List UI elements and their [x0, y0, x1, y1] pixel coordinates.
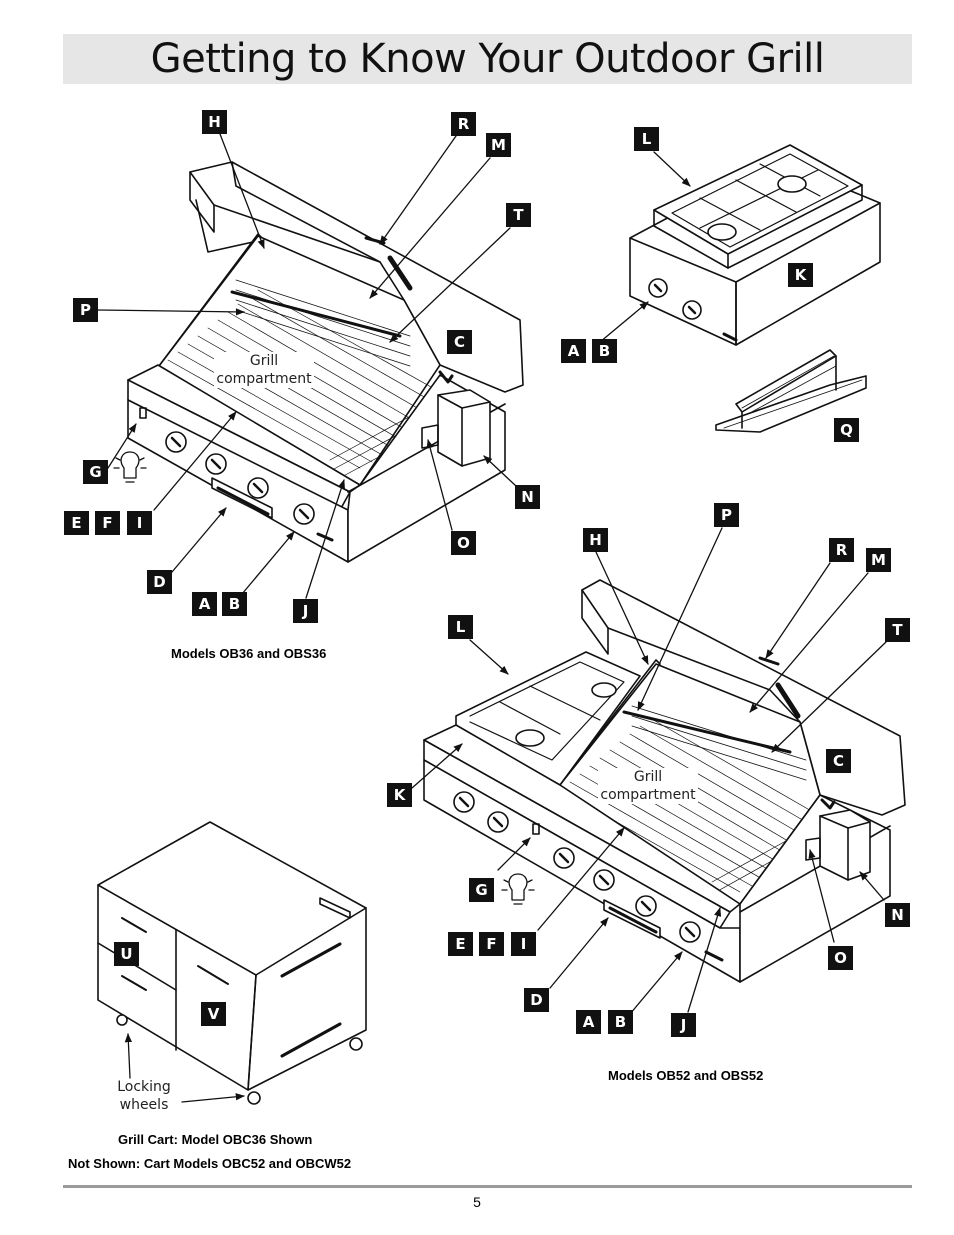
callout-d-52: D	[524, 988, 549, 1012]
grill-compartment-line2: compartment	[600, 787, 696, 803]
callout-l-52: L	[448, 615, 473, 639]
callout-a-burner: A	[561, 339, 586, 363]
callout-e-36: E	[64, 511, 89, 535]
callout-m-52: M	[866, 548, 891, 572]
callout-q-tray: Q	[834, 418, 859, 442]
callout-o-52: O	[828, 946, 853, 970]
grill-compartment-line2: compartment	[216, 371, 312, 387]
callout-j-36: J	[293, 599, 318, 623]
locking-wheels-line1: Locking	[117, 1079, 171, 1095]
grill-compartment-label-52: Grill compartment	[598, 768, 698, 804]
callout-i-52: I	[511, 932, 536, 956]
grill-36-illustration	[127, 161, 524, 563]
callout-i-36: I	[127, 511, 152, 535]
callout-m-36: M	[486, 133, 511, 157]
grill-compartment-line1: Grill	[249, 353, 279, 369]
callout-h-52: H	[583, 528, 608, 552]
light-bulb-icon	[501, 873, 535, 905]
callout-o-36: O	[451, 531, 476, 555]
callout-leader-lines	[97, 133, 887, 1103]
callout-h-36: H	[202, 110, 227, 134]
page-title: Getting to Know Your Outdoor Grill	[150, 36, 825, 82]
footer-rule	[63, 1185, 912, 1188]
caption-models-52: Models OB52 and OBS52	[608, 1068, 764, 1083]
callout-p-36: P	[73, 298, 98, 322]
callout-b-36: B	[222, 592, 247, 616]
callout-c-36: C	[447, 330, 472, 354]
callout-p-52: P	[714, 503, 739, 527]
callout-l-burner: L	[634, 127, 659, 151]
callout-f-52: F	[479, 932, 504, 956]
caption-cart-line2: Not Shown: Cart Models OBC52 and OBCW52	[68, 1156, 352, 1171]
locking-wheels-line2: wheels	[119, 1097, 169, 1113]
callout-n-52: N	[885, 903, 910, 927]
callout-f-36: F	[95, 511, 120, 535]
callout-t-52: T	[885, 618, 910, 642]
caption-cart-line1: Grill Cart: Model OBC36 Shown	[118, 1132, 313, 1147]
callout-c-52: C	[826, 749, 851, 773]
drip-tray-illustration	[715, 349, 867, 433]
callout-t-36: T	[506, 203, 531, 227]
caption-models-36: Models OB36 and OBS36	[171, 646, 327, 661]
callout-d-36: D	[147, 570, 172, 594]
callout-r-36: R	[451, 112, 476, 136]
title-bar: Getting to Know Your Outdoor Grill	[63, 34, 912, 84]
callout-r-52: R	[829, 538, 854, 562]
callout-a-36: A	[192, 592, 217, 616]
callout-k-burner: K	[788, 263, 813, 287]
callout-j-52: J	[671, 1013, 696, 1037]
callout-n-36: N	[515, 485, 540, 509]
callout-b-burner: B	[592, 339, 617, 363]
grill-cart-illustration	[97, 821, 367, 1105]
callout-v-cart: V	[201, 1002, 226, 1026]
callout-k-52: K	[387, 783, 412, 807]
locking-wheels-label: Locking wheels	[104, 1078, 184, 1114]
callout-a-52: A	[576, 1010, 601, 1034]
callout-g-36: G	[83, 460, 108, 484]
grill-compartment-label-36: Grill compartment	[214, 352, 314, 388]
callout-e-52: E	[448, 932, 473, 956]
page-number: 5	[473, 1194, 481, 1210]
side-burner-illustration	[629, 144, 881, 346]
callout-g-52: G	[469, 878, 494, 902]
grill-compartment-line1: Grill	[633, 769, 663, 785]
callout-u-cart: U	[114, 942, 139, 966]
callout-b-52: B	[608, 1010, 633, 1034]
light-bulb-icon	[113, 451, 147, 483]
